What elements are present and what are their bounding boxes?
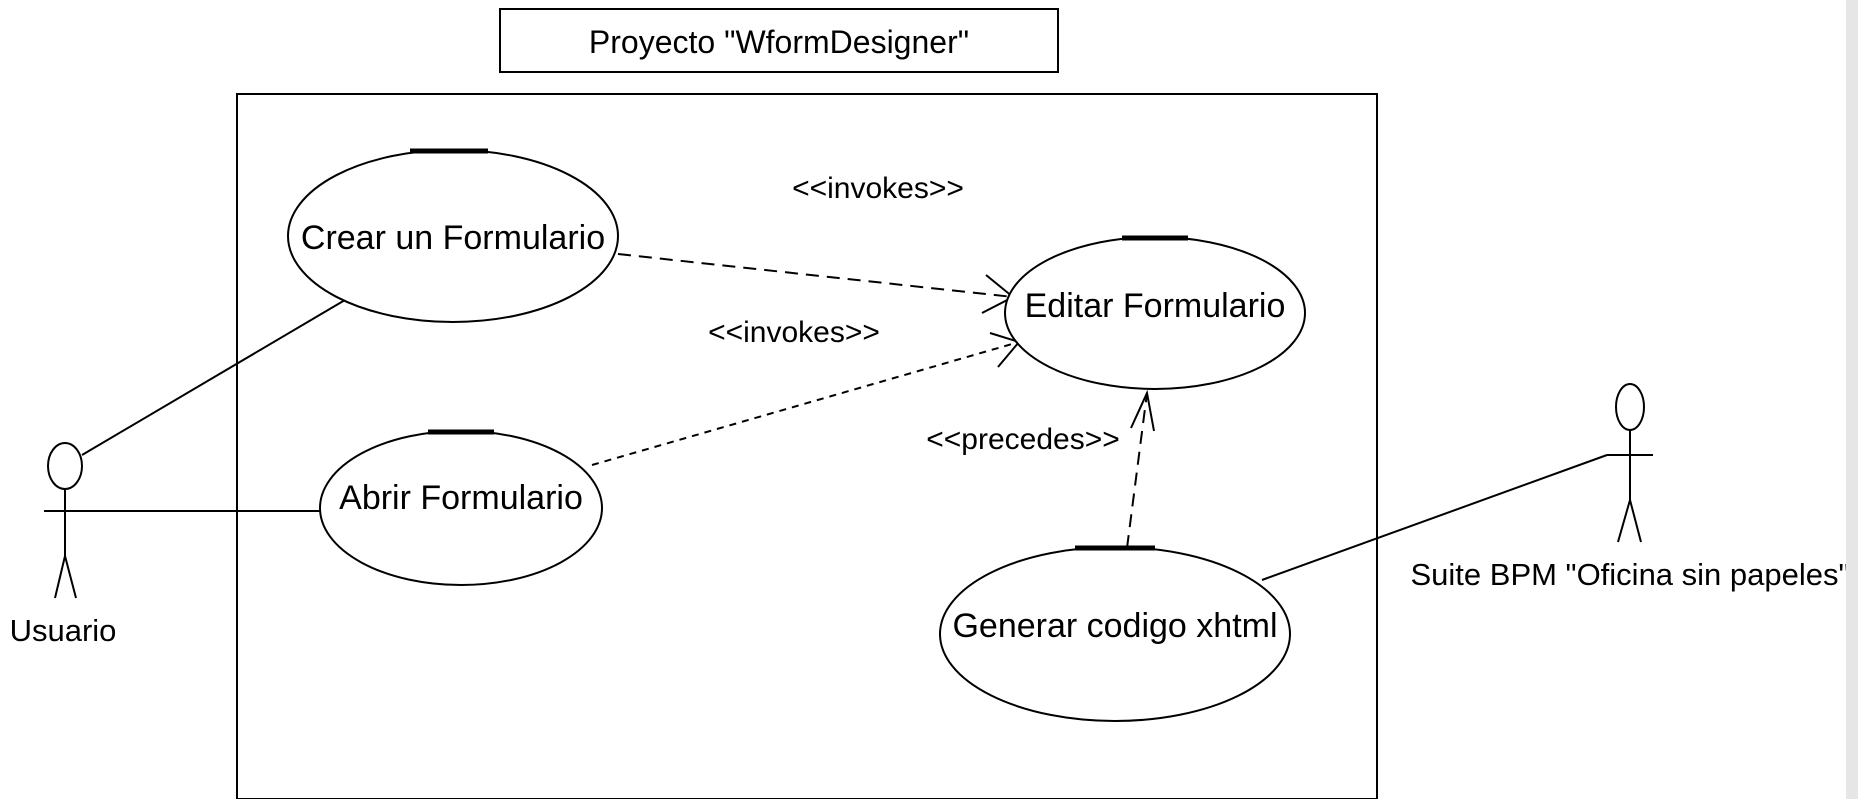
use-case-editar-label: Editar Formulario [1025,287,1286,325]
association-usuario-crear [81,299,346,456]
arrowhead-generar-editar [1130,389,1155,432]
vertical-scrollbar[interactable] [1846,0,1858,799]
dependency-abrir-editar [591,341,1020,466]
stereotype-precedes: <<precedes>> [926,423,1120,456]
actor-usuario-label: Usuario [10,613,117,648]
stereotype-invokes-2: <<invokes>> [708,316,880,349]
system-boundary [236,93,1378,799]
use-case-editar: Editar Formulario [1004,235,1306,390]
use-case-generar-label: Generar codigo xhtml [952,607,1277,645]
dependency-generar-editar [1126,392,1148,549]
actor-suite-bpm-head [1615,383,1645,431]
actor-usuario-head [47,442,83,490]
actor-suite-bpm-label: Suite BPM "Oficina sin papeles" [1411,557,1850,592]
stereotype-invokes-1: <<invokes>> [792,172,964,205]
title-box [499,8,1059,73]
use-case-crear-label: Crear un Formulario [301,219,605,257]
actor-usuario [44,442,88,599]
dependency-crear-editar [617,253,1014,298]
actor-suite-bpm [1607,383,1653,543]
use-case-abrir-label: Abrir Formulario [339,479,583,517]
association-suite-generar [1261,454,1608,581]
diagram-title: Proyecto "WformDesigner" [589,24,969,60]
use-case-crear: Crear un Formulario [287,148,619,323]
use-case-abrir: Abrir Formulario [319,429,603,586]
use-case-generar: Generar codigo xhtml [939,545,1291,722]
